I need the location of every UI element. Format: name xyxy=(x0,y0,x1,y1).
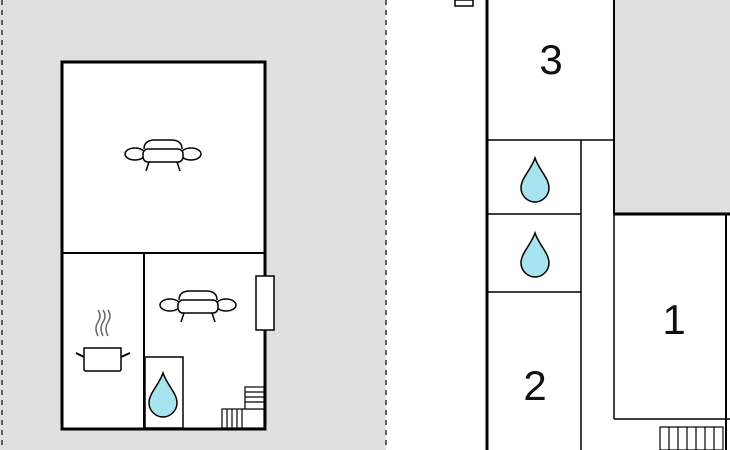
left-building xyxy=(60,60,275,431)
right-building: 3 2 1 xyxy=(454,0,730,450)
stairs-icon xyxy=(659,426,724,450)
cooking-pot-icon xyxy=(75,309,131,372)
window-icon xyxy=(454,0,474,7)
room-number-1: 1 xyxy=(662,296,685,343)
outdoor-area-right xyxy=(614,0,730,214)
stairs-icon xyxy=(221,386,265,429)
water-drop-icon xyxy=(520,157,550,203)
water-drop-icon xyxy=(520,232,550,278)
room-number-3: 3 xyxy=(539,36,562,83)
window-icon xyxy=(255,275,275,331)
room-number-2: 2 xyxy=(523,362,546,409)
